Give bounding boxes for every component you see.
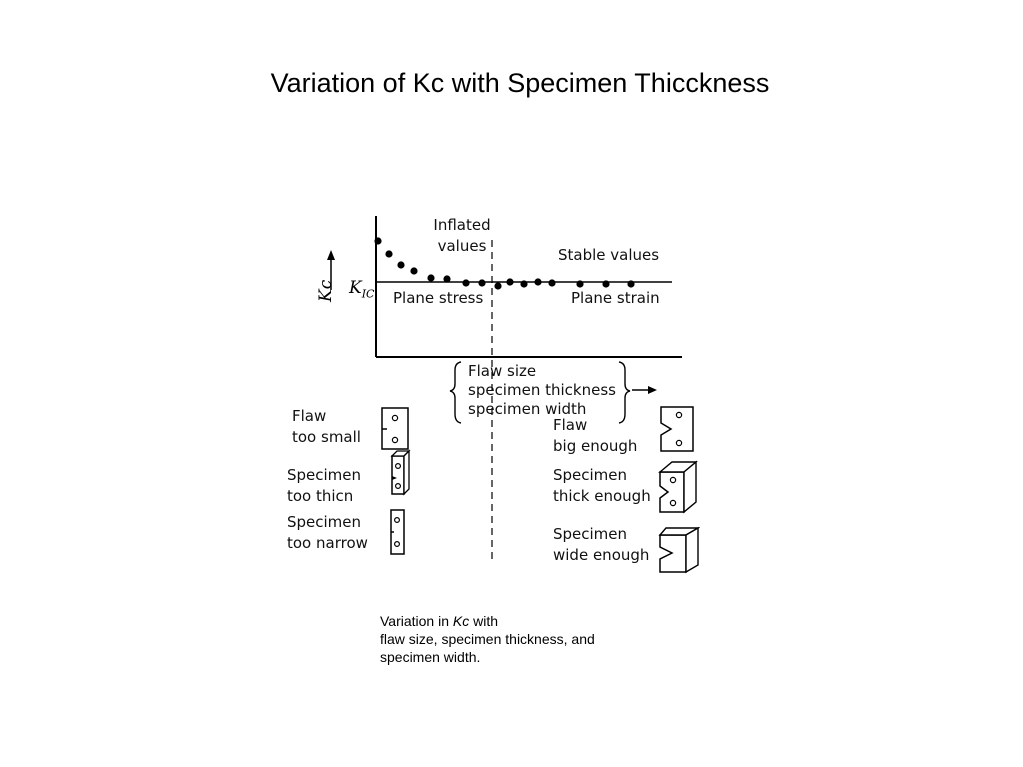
plane-strain-label: Plane strain <box>571 289 660 307</box>
data-points <box>374 237 635 290</box>
label-line: too thicn <box>287 487 354 505</box>
caption-line1: Variation in Kc with <box>380 612 595 630</box>
label-line: Specimen <box>287 466 362 484</box>
x-label-line: specimen thickness <box>468 381 616 399</box>
label-line: Specimen <box>553 525 628 543</box>
x-axis-label: Flaw size specimen thickness specimen wi… <box>468 362 616 419</box>
caption-suffix: with <box>469 613 499 629</box>
x-arrow-head <box>648 386 657 394</box>
label-line: Specimen <box>287 513 362 531</box>
label-line: Flaw <box>553 416 588 434</box>
label-line: too narrow <box>287 534 368 552</box>
data-point <box>506 278 514 286</box>
x-label-line: Flaw size <box>468 362 537 380</box>
y-axis-label: Kc <box>316 279 336 302</box>
specimen-flaw-too-small-icon <box>381 407 409 450</box>
data-point <box>602 280 610 288</box>
stable-values-label: Stable values <box>558 246 660 264</box>
page-title: Variation of Kc with Specimen Thicckness <box>270 68 770 98</box>
figure-caption: Variation in Kc with flaw size, specimen… <box>380 612 595 666</box>
data-point <box>478 279 486 287</box>
data-point <box>576 280 584 288</box>
kic-label-sub: IC <box>361 287 375 301</box>
data-point <box>397 261 405 269</box>
flaw-too-small-label: Flaw too small <box>292 406 361 448</box>
data-point <box>520 280 528 288</box>
inflated-values-label: Inflated values <box>420 215 504 257</box>
inflated-line2: values <box>437 237 487 255</box>
data-point <box>374 237 382 245</box>
data-point <box>534 278 542 286</box>
data-point <box>385 250 393 258</box>
data-point <box>427 274 435 282</box>
inflated-line1: Inflated <box>433 216 491 234</box>
data-point <box>494 282 502 290</box>
data-point <box>548 279 556 287</box>
caption-line2: flaw size, specimen thickness, and <box>380 631 595 647</box>
kic-label: KIC <box>349 278 374 300</box>
specimen-too-narrow-icon <box>390 509 405 555</box>
label-line: Flaw <box>292 407 327 425</box>
x-label-line: specimen width <box>468 400 587 418</box>
diagram-graphics <box>327 216 700 574</box>
left-brace <box>449 361 462 424</box>
caption-italic: Kc <box>452 613 470 629</box>
label-line: big enough <box>553 437 638 455</box>
caption-line3: specimen width. <box>380 649 481 665</box>
specimen-too-narrow-label: Specimen too narrow <box>287 512 368 554</box>
flaw-big-enough-label: Flaw big enough <box>553 415 637 457</box>
specimen-thick-enough-label: Specimen thick enough <box>553 465 651 507</box>
specimen-wide-enough-label: Specimen wide enough <box>553 524 649 566</box>
specimen-flaw-big-enough-icon <box>660 406 694 452</box>
data-point <box>462 279 470 287</box>
data-point <box>443 275 451 283</box>
label-line: wide enough <box>553 546 650 564</box>
y-arrow-head <box>327 250 335 260</box>
specimen-too-thin-label: Specimen too thicn <box>287 465 361 507</box>
plane-stress-label: Plane stress <box>393 289 484 307</box>
specimen-thick-enough-icon <box>658 460 698 514</box>
data-point <box>410 267 418 275</box>
label-line: too small <box>292 428 361 446</box>
kc-thickness-diagram: Kc KIC Inflated values Stable values Pla… <box>280 210 700 580</box>
right-brace <box>618 361 631 424</box>
specimen-wide-enough-icon <box>658 526 700 574</box>
specimen-too-thin-icon <box>390 449 411 496</box>
caption-prefix: Variation in <box>380 613 453 629</box>
kic-label-main: K <box>349 278 362 298</box>
label-line: thick enough <box>553 487 651 505</box>
label-line: Specimen <box>553 466 628 484</box>
data-point <box>627 280 635 288</box>
